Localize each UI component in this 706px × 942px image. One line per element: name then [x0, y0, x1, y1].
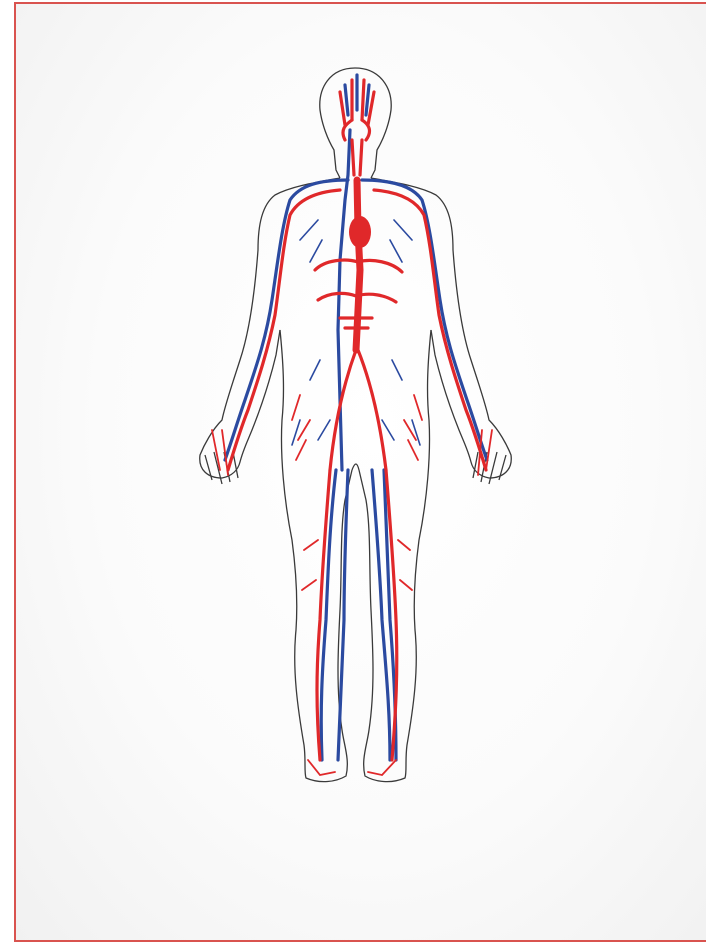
circulatory-diagram — [0, 0, 706, 915]
figure-frame — [0, 0, 706, 915]
heart-icon — [349, 216, 371, 248]
artery-network-icon — [212, 80, 492, 775]
